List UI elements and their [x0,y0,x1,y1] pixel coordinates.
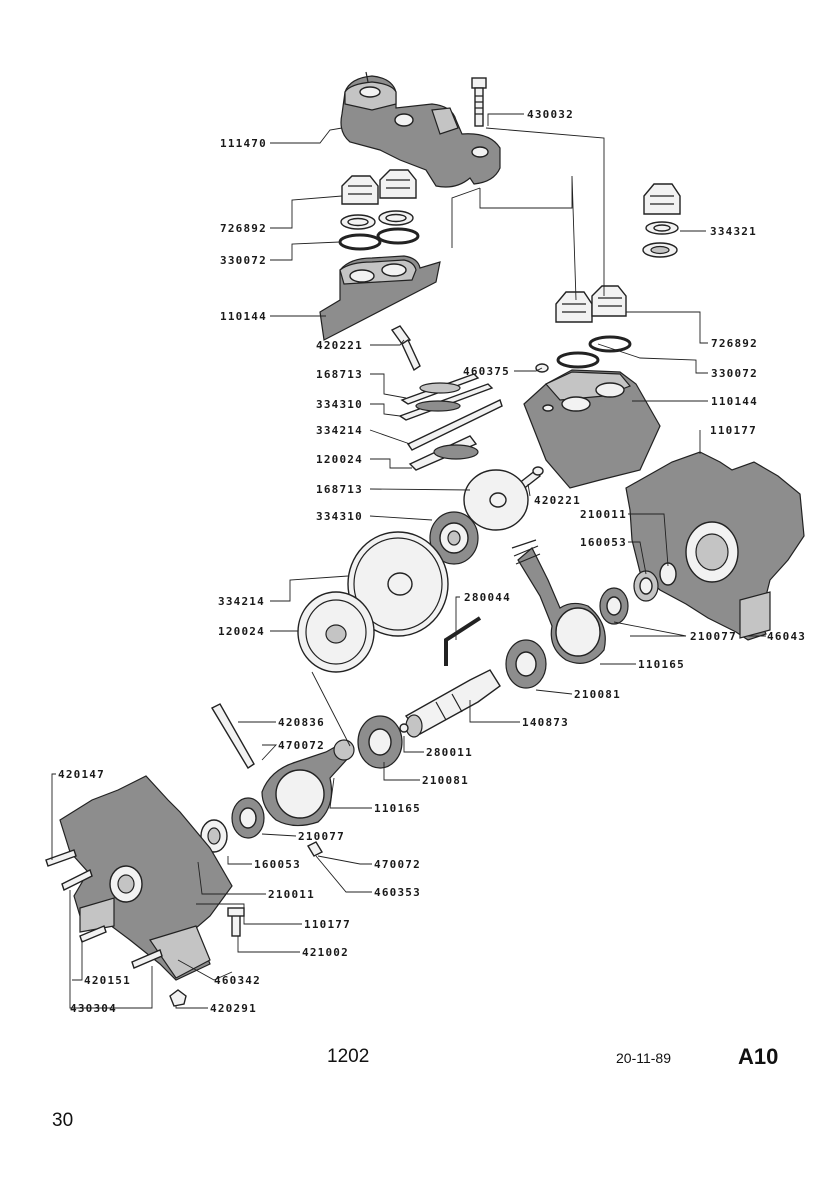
callout-334310: 334310 [316,398,363,411]
callout-420221-lower: 420221 [534,494,581,507]
callout-334321: 334321 [710,225,757,238]
diaphragm-stack [398,373,503,471]
callout-210077-right: 210077 [690,630,737,643]
bearing-210081-mid [505,639,547,689]
callout-168713-lower: 168713 [316,483,363,496]
callout-140873: 140873 [522,716,569,729]
callout-470072: 470072 [278,739,325,752]
bolt-430032 [471,77,487,127]
callout-280044: 280044 [464,591,511,604]
bolt-420836 [211,703,255,769]
ring-210011-right [659,562,677,586]
callout-460353: 460353 [374,886,421,899]
manifold-head [340,71,501,188]
part-drawings [45,71,805,1007]
callout-334214-lower: 334214 [218,595,265,608]
leader-lines [51,113,766,1009]
callout-460342: 460342 [214,974,261,987]
callout-334310-lower: 334310 [316,510,363,523]
callout-420221: 420221 [316,339,363,352]
sheet-code: A10 [738,1044,779,1069]
callout-334214: 334214 [316,424,363,437]
callout-460375: 460375 [463,365,510,378]
bearing-210077-right [599,587,629,625]
callout-210077-left: 210077 [298,830,345,843]
callout-160053-left: 160053 [254,858,301,871]
callout-726892: 726892 [220,222,267,235]
callout-168713: 168713 [316,368,363,381]
valve-pair-right [535,285,632,373]
callout-labels: 111470 430032 726892 330072 334321 11014… [58,108,806,1015]
callout-430304: 430304 [70,1002,117,1015]
callout-420151: 420151 [84,974,131,987]
callout-420147: 420147 [58,768,105,781]
callout-330072-right: 330072 [711,367,758,380]
callout-210081-left: 210081 [422,774,469,787]
housing-right-110177 [625,451,805,641]
valve-pair-left [338,169,420,251]
callout-420291: 420291 [210,1002,257,1015]
page-number: 30 [52,1110,74,1131]
housing-left-110177 [59,775,233,981]
callout-421002: 421002 [302,946,349,959]
callout-110165-right: 110165 [638,658,685,671]
callout-280011: 280011 [426,746,473,759]
callout-120024: 120024 [316,453,363,466]
revision-date: 20-11-89 [616,1050,672,1066]
bearing-334310 [429,511,479,565]
bearing-210081-left [357,715,409,769]
callout-110177-left: 110177 [304,918,351,931]
callout-430032: 430032 [527,108,574,121]
callout-210081-mid: 210081 [574,688,621,701]
callout-110165-left: 110165 [374,802,421,815]
cylinder-block-left [319,255,441,341]
valve-334321 [642,183,681,258]
seal-160053-left [200,819,228,853]
callout-210011-right: 210011 [580,508,627,521]
crankshaft-140873 [404,669,501,738]
crank-110165-right [511,539,606,664]
seal-160053-right [633,570,659,602]
crank-110165-left [261,739,355,827]
callout-420836: 420836 [278,716,325,729]
callout-110144-right: 110144 [711,395,758,408]
callout-160053-right: 160053 [580,536,627,549]
callout-330072: 330072 [220,254,267,267]
model-number: 1202 [327,1046,370,1067]
cylinder-block-right [523,369,661,489]
bolt-420221-upper [390,325,421,372]
hex-key-280044 [444,616,482,666]
callout-110144: 110144 [220,310,267,323]
callout-46043: 46043 [767,630,806,643]
bearing-210077-left [231,797,265,839]
callout-111470: 111470 [220,137,267,150]
callout-470072-lower: 470072 [374,858,421,871]
pulley-120024 [297,591,375,673]
pulley-334214 [347,531,449,637]
disk-168713 [463,469,529,531]
callout-120024-lower: 120024 [218,625,265,638]
callout-110177-right: 110177 [710,424,757,437]
callout-726892-right: 726892 [711,337,758,350]
callout-210011-left: 210011 [268,888,315,901]
